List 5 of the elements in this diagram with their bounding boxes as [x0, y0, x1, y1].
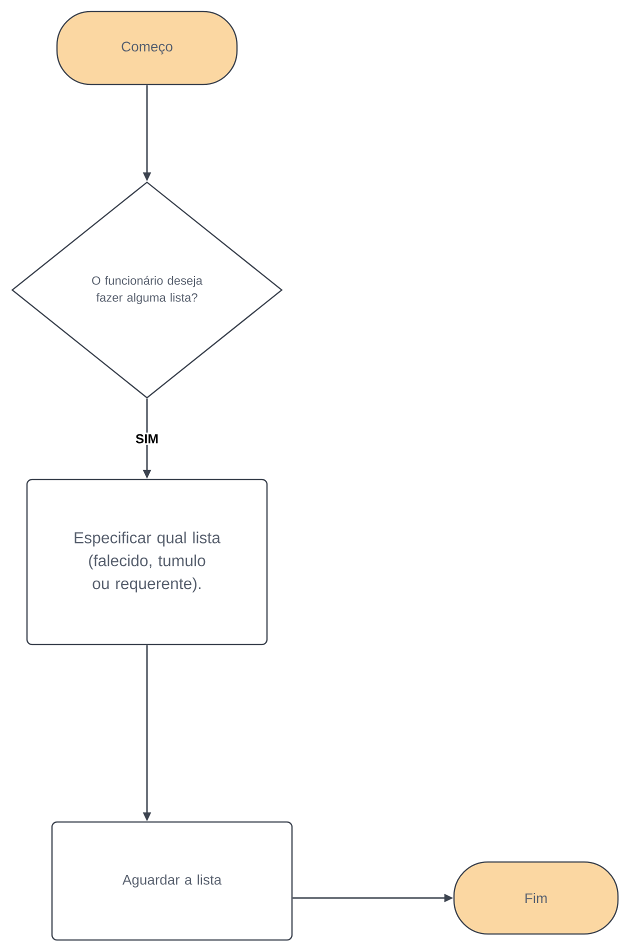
terminal-box: Fim	[453, 861, 619, 935]
edge-label: SIM	[134, 432, 160, 445]
process-box: Especificar qual lista (falecido, tumulo ou requerente).	[26, 478, 268, 646]
terminal-box: Começo	[56, 10, 238, 86]
process-box: Aguardar a lista	[51, 821, 293, 941]
